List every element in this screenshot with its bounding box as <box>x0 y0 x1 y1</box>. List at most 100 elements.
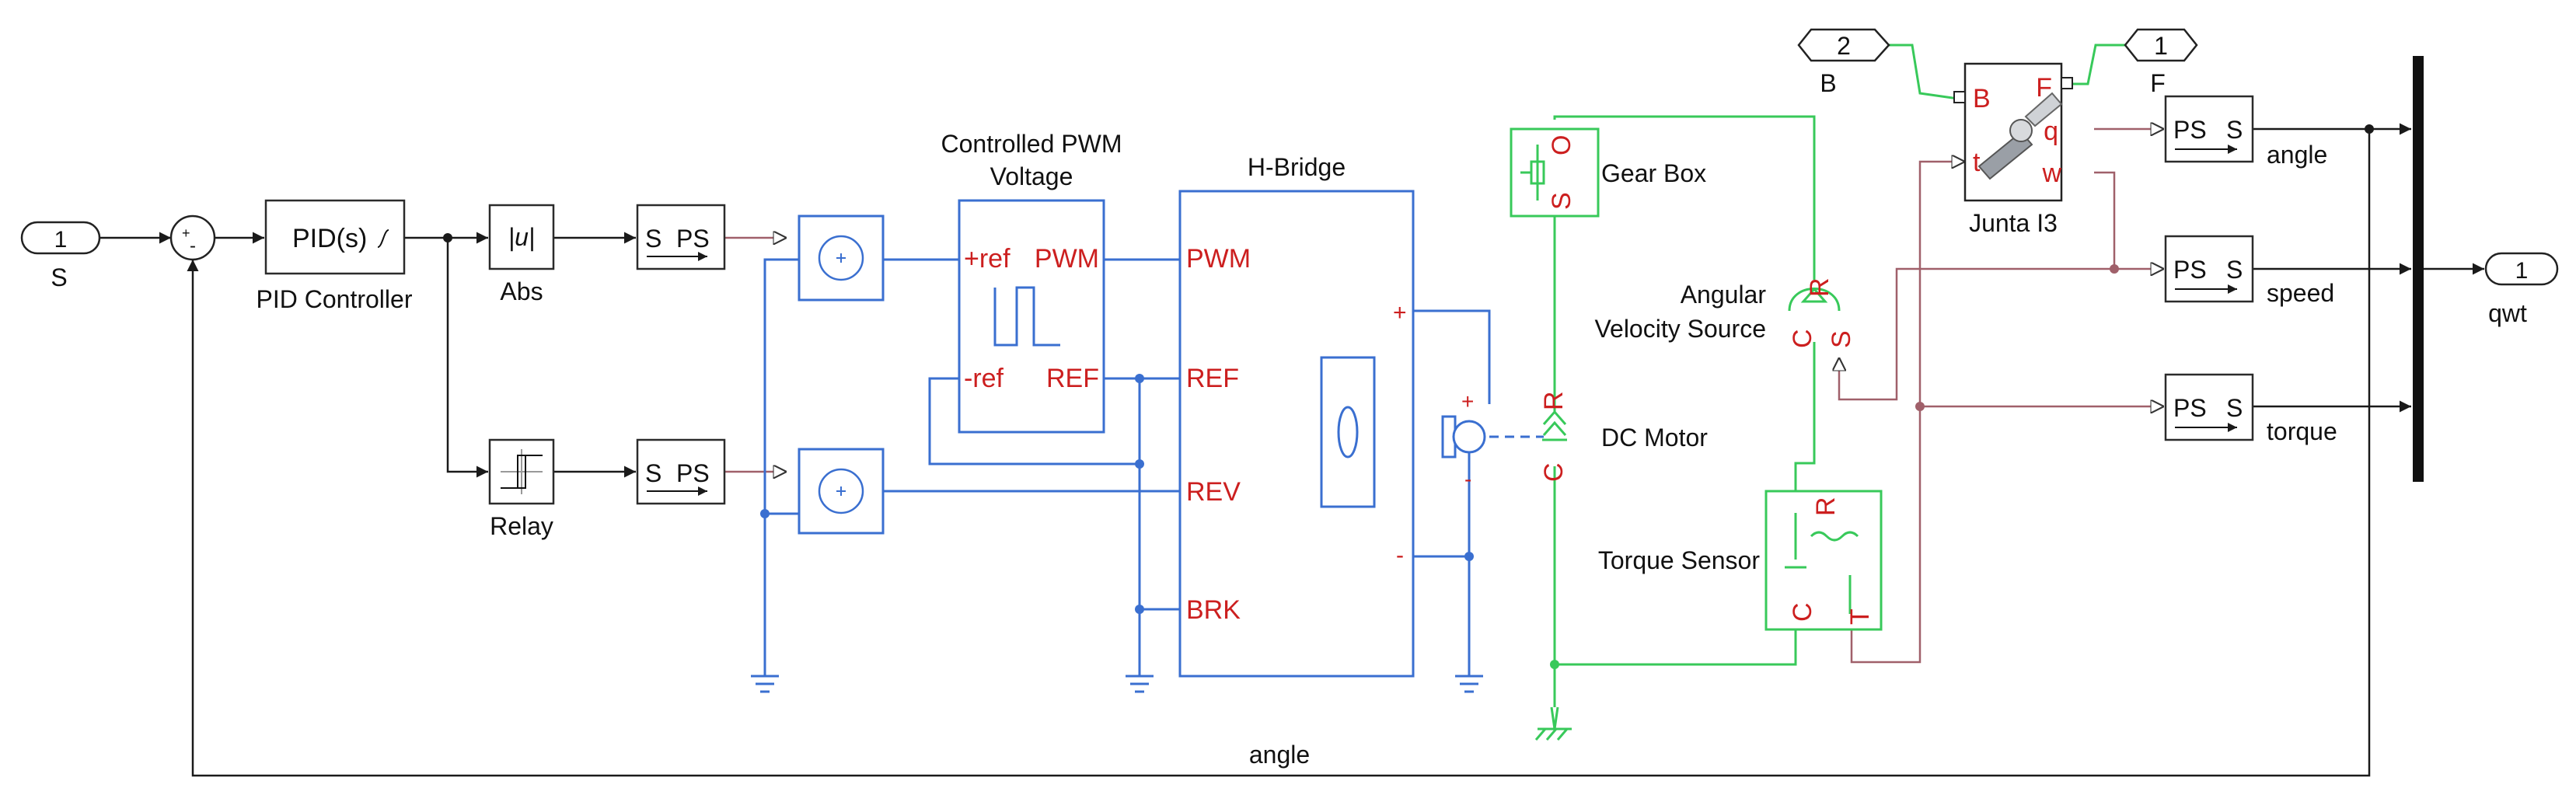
wire-w-to-velocity-source[interactable] <box>1839 267 2114 401</box>
junction-motor <box>1464 552 1474 561</box>
pwm-port-plus-ref: +ref <box>964 244 1011 274</box>
goto-tag-f[interactable]: 1 F <box>2124 28 2198 97</box>
dc-motor-minus: - <box>1464 467 1471 491</box>
dc-motor-block[interactable]: + - C R DC Motor <box>1441 389 1708 491</box>
pwm-block-title-line2: Voltage <box>990 162 1073 190</box>
controlled-pwm-voltage-block[interactable]: Controlled PWM Voltage +ref PWM -ref REF <box>941 130 1122 434</box>
pid-block-label: PID Controller <box>257 285 413 313</box>
goto-tag-b[interactable]: 2 B <box>1797 28 1890 97</box>
output-speed-label: speed <box>2267 279 2334 307</box>
angular-velocity-source-block[interactable]: Angular Velocity Source C R S <box>1594 277 1856 348</box>
wire-nref[interactable] <box>928 377 1140 466</box>
gear-box-label: Gear Box <box>1601 159 1706 187</box>
mechanical-ground-icon <box>1534 706 1572 741</box>
ps-simulink-converter-speed[interactable]: PS S speed <box>2164 235 2334 307</box>
junta-joint-icon <box>1977 92 2063 180</box>
inport-s-number: 1 <box>54 227 68 253</box>
wire-angle-feedback[interactable] <box>187 129 2371 777</box>
dc-motor-rotational-port-icon <box>1542 410 1567 441</box>
junta-port-b: B <box>1973 84 1991 113</box>
velocity-source-port-r: R <box>1805 277 1834 297</box>
electrical-ground-icon-3 <box>1455 675 1483 693</box>
feedback-signal-label: angle <box>1249 741 1310 769</box>
simulink-ps-converter-2[interactable]: S PS <box>636 438 726 505</box>
sps2-s-label: S <box>645 459 661 487</box>
wire-pid-to-relay[interactable] <box>446 238 488 478</box>
ps-simulink-converter-torque[interactable]: PS S torque <box>2164 373 2337 445</box>
output-torque-label: torque <box>2267 417 2337 445</box>
sum-plus-sign: + <box>182 225 190 241</box>
dc-motor-plus: + <box>1461 389 1474 413</box>
torque-sensor-port-r: R <box>1811 497 1841 516</box>
dc-motor-port-r: R <box>1539 391 1569 410</box>
junta-label: Junta I3 <box>1969 209 2058 237</box>
relay-block[interactable]: Relay <box>488 438 555 540</box>
controlled-voltage-source-1[interactable] <box>798 214 885 302</box>
velocity-source-label-line1: Angular <box>1681 281 1767 309</box>
wire-gearbox-to-velocity[interactable] <box>1553 115 1816 280</box>
sps2-ps-label: PS <box>676 459 710 487</box>
controlled-voltage-source-2[interactable] <box>798 448 885 535</box>
wire-sensor-to-ground[interactable] <box>1555 629 1797 666</box>
outport-qwt-number: 1 <box>2515 258 2529 284</box>
pss-speed-ps: PS <box>2173 256 2207 284</box>
hbridge-port-ref: REF <box>1186 364 1239 393</box>
dc-motor-label: DC Motor <box>1601 424 1708 452</box>
outport-qwt[interactable]: 1 qwt <box>2484 252 2559 327</box>
goto-f-number: 1 <box>2154 32 2168 60</box>
wire-torque-to-ps[interactable] <box>1850 406 2164 664</box>
pss-angle-s: S <box>2226 116 2243 144</box>
abs-block-text: |u| <box>508 223 535 251</box>
voltage-source-1-icon <box>818 235 864 281</box>
gear-box-port-o: O <box>1547 135 1576 155</box>
sps1-ps-label: PS <box>676 225 710 253</box>
gear-box-port-s: S <box>1547 192 1576 210</box>
junta-port-q: q <box>2044 117 2058 146</box>
wire-torque-to-junta[interactable] <box>1918 162 1965 406</box>
hbridge-motor-switch-icon <box>1320 356 1376 508</box>
torque-sensor-port-t: T <box>1845 608 1875 625</box>
junta-i3-block[interactable]: B F t q w Junta I3 <box>1953 62 2073 237</box>
abs-block[interactable]: |u| Abs <box>488 204 555 305</box>
inport-s[interactable]: 1 S <box>20 221 101 291</box>
electrical-ground-icon-1 <box>751 675 779 693</box>
velocity-source-label-line2: Velocity Source <box>1594 315 1766 343</box>
pwm-waveform-icon <box>993 286 1060 347</box>
pid-controller-block[interactable]: PID(s) PID Controller <box>257 199 413 313</box>
wire-goto-f[interactable] <box>2061 44 2125 85</box>
wire-goto-b[interactable] <box>1889 44 1964 101</box>
sum-block[interactable]: + - <box>169 214 216 261</box>
simulink-ps-converter-1[interactable]: S PS <box>636 204 726 270</box>
physical-signal-wires <box>724 129 2164 664</box>
sps1-s-label: S <box>645 225 661 253</box>
relay-block-label: Relay <box>490 512 553 540</box>
outport-qwt-label: qwt <box>2488 299 2527 327</box>
mux-block[interactable] <box>2413 56 2424 482</box>
wire-w-to-speed[interactable] <box>2094 171 2164 269</box>
output-angle-label: angle <box>2267 141 2327 169</box>
gear-box-block[interactable]: O S Gear Box <box>1510 127 1706 218</box>
junta-port-f: F <box>2036 73 2052 103</box>
wire-sources-ground[interactable] <box>763 258 799 676</box>
ps-simulink-converter-angle[interactable]: PS S angle <box>2164 95 2327 169</box>
signal-wires <box>99 123 2484 777</box>
inport-s-label: S <box>51 263 67 291</box>
junta-port-w: w <box>2041 159 2061 188</box>
pss-torque-s: S <box>2226 394 2243 422</box>
velocity-source-port-c: C <box>1788 329 1817 348</box>
hbridge-minus-sign: - <box>1396 542 1404 568</box>
torque-sensor-label: Torque Sensor <box>1598 546 1760 574</box>
pwm-port-ref: REF <box>1046 364 1099 393</box>
torque-sensor-block[interactable]: Torque Sensor C R T <box>1598 490 1883 631</box>
wire-velocity-to-sensor[interactable] <box>1794 342 1816 491</box>
pwm-port-pwm: PWM <box>1035 244 1099 274</box>
branch-point-angle <box>2365 124 2374 134</box>
hbridge-plus-sign: + <box>1393 300 1407 326</box>
junta-port-t: t <box>1973 148 1981 177</box>
h-bridge-block[interactable]: H-Bridge PWM REF REV BRK + - <box>1178 153 1415 678</box>
pss-torque-ps: PS <box>2173 394 2207 422</box>
pwm-port-minus-ref: -ref <box>964 364 1004 393</box>
pss-speed-s: S <box>2226 256 2243 284</box>
pss-angle-ps: PS <box>2173 116 2207 144</box>
